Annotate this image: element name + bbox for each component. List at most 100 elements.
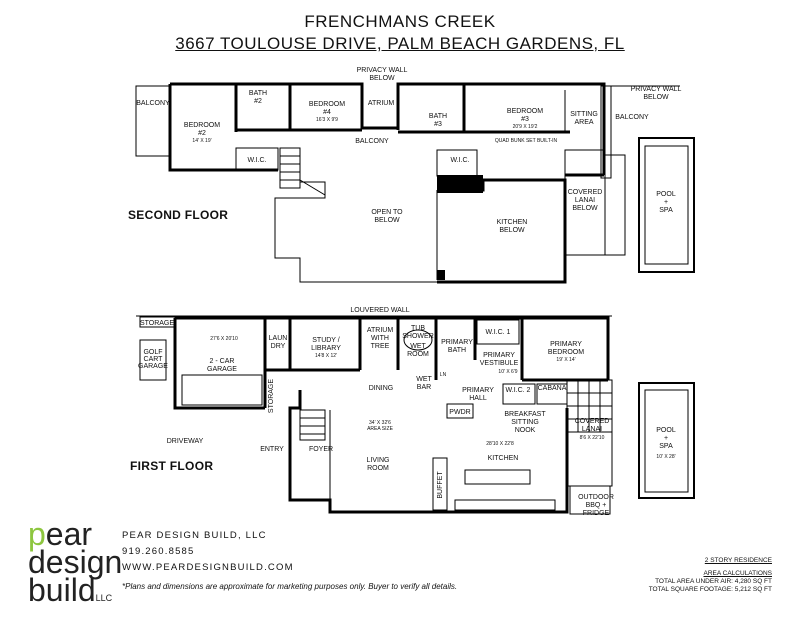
label-golf: GOLF	[143, 349, 162, 356]
label-lanai-below: BELOW	[572, 205, 598, 212]
label-fridge: FRIDGE	[583, 510, 610, 517]
logo-build-word: build	[28, 572, 96, 608]
label-tub: TUB	[411, 325, 425, 332]
label-dry: DRY	[271, 343, 286, 350]
label-garage-small: GARAGE	[138, 363, 168, 370]
kitchen-column	[437, 270, 445, 280]
label-bbq: BBQ +	[586, 502, 607, 509]
first-floor-label: FIRST FLOOR	[130, 459, 214, 473]
logo-line-build: buildLLC	[28, 574, 122, 612]
label-outdoor: OUTDOOR	[578, 494, 614, 501]
label-area-size-dim: 34' X 32'6	[369, 420, 391, 426]
label-balcony-mid: BALCONY	[355, 138, 389, 145]
kitchen-below-outline	[437, 178, 567, 284]
label-hall: HALL	[469, 395, 487, 402]
first-floor-north-wall	[175, 316, 610, 380]
company-phone: 919.260.8585	[122, 546, 195, 557]
label-louvered-wall: LOUVERED WALL	[350, 307, 409, 314]
label-room: ROOM	[407, 351, 429, 358]
plan-address: 3667 TOULOUSE DRIVE, PALM BEACH GARDENS,…	[175, 34, 625, 53]
label-quad-bunk: QUAD BUNK SET BUILT-IN	[495, 138, 558, 144]
label-bath: BATH	[448, 347, 466, 354]
logo-line-pear: pear	[28, 518, 122, 550]
company-website[interactable]: WWW.PEARDESIGNBUILD.COM	[122, 562, 294, 573]
label-lanai-first: LANAI	[582, 426, 602, 433]
label-breakfast-dim: 28'10 X 22'8	[486, 441, 514, 447]
label-bath2-num: #2	[254, 98, 262, 105]
garage-door-outline	[181, 374, 263, 406]
label-bedroom4-dim: 16'3 X 9'9	[316, 117, 338, 123]
logo-line-design: design	[28, 544, 123, 580]
logo-llc: LLC	[95, 593, 113, 603]
first-floor-plan	[136, 315, 695, 515]
label-wic-left: W.I.C.	[247, 157, 266, 164]
label-foyer: FOYER	[309, 446, 333, 453]
outdoor-bbq-outline	[569, 485, 611, 515]
label-vest-dim: 10' X 6'9	[498, 369, 517, 375]
label-kitchen-first: KITCHEN	[488, 455, 519, 462]
label-laun: LAUN	[269, 335, 288, 342]
label-wic1: W.I.C. 1	[486, 329, 511, 336]
label-storage: STORAGE	[140, 320, 174, 327]
lower-stairs	[299, 409, 326, 441]
label-garage-dim: 27'6 X 20'10	[210, 336, 238, 342]
label-library: LIBRARY	[311, 345, 341, 352]
pwdr-outline	[446, 403, 474, 419]
label-living: LIVING	[367, 457, 390, 464]
label-bath2: BATH	[249, 90, 267, 97]
label-lanai-dim: 8'6 X 22'10	[580, 435, 605, 441]
calc-under-air: TOTAL AREA UNDER AIR: 4,280 SQ FT	[655, 578, 772, 585]
label-sitting-area: AREA	[574, 119, 593, 126]
label-primary-vestibule: PRIMARY	[483, 352, 515, 359]
buffet-outline	[432, 457, 448, 511]
label-pool-plus-lower: +	[664, 435, 668, 442]
lanai-deck	[604, 154, 626, 256]
label-privacy-below: BELOW	[369, 75, 395, 82]
balcony-left-outline	[135, 85, 171, 157]
label-bedroom2: BEDROOM	[184, 122, 220, 129]
calc-residence: 2 STORY RESIDENCE	[704, 557, 772, 564]
second-floor-plan	[135, 82, 695, 284]
label-pool-plus-upper: +	[664, 199, 668, 206]
label-pool-upper: POOL	[656, 191, 676, 198]
label-pool-lower: POOL	[656, 427, 676, 434]
first-floor-labels: LOUVERED WALL STORAGE 27'6 X 20'10 GOLF …	[138, 307, 676, 517]
golf-cart-garage-outline	[139, 339, 167, 381]
label-privacy-wall: PRIVACY WALL	[357, 67, 408, 74]
logo-leaf-letter: p	[28, 516, 46, 552]
label-spa-lower: SPA	[659, 443, 673, 450]
label-vestibule: VESTIBULE	[480, 360, 519, 367]
label-bedroom4-num: #4	[323, 109, 331, 116]
label-sitting-first: SITTING	[511, 419, 539, 426]
pool-upper-inner	[644, 145, 689, 265]
label-bedroom: BEDROOM	[548, 349, 584, 356]
second-floor-labels: BALCONY BEDROOM #2 14' X 19' BATH #2 BED…	[136, 67, 681, 234]
calc-total: TOTAL SQUARE FOOTAGE: 5,212 SQ FT	[648, 586, 772, 593]
logo-line-pear-rest: ear	[45, 516, 93, 552]
label-open-to: OPEN TO	[371, 209, 403, 216]
label-pwdr: PWDR	[449, 409, 470, 416]
label-breakfast: BREAKFAST	[504, 411, 546, 418]
label-wet-bar: WET	[416, 376, 432, 383]
first-floor-south-shell	[288, 390, 569, 514]
label-primary-hall: PRIMARY	[462, 387, 494, 394]
wic-left-outline	[235, 147, 279, 171]
label-kitchen-upper: KITCHEN	[497, 219, 528, 226]
kitchen-counter	[454, 499, 556, 511]
balcony-right-rail	[600, 85, 612, 179]
label-two-car: 2 - CAR	[210, 358, 235, 365]
label-covered-first: COVERED	[575, 418, 610, 425]
wic2-outline	[502, 383, 536, 405]
upper-stairs	[279, 147, 326, 196]
label-wet: WET	[410, 343, 426, 350]
label-driveway: DRIVEWAY	[167, 438, 204, 445]
pool-lower-outline	[638, 382, 695, 499]
label-primary-bed: PRIMARY	[550, 341, 582, 348]
label-wic-right: W.I.C.	[450, 157, 469, 164]
label-primary-bath: PRIMARY	[441, 339, 473, 346]
label-privacy-wall-right: PRIVACY WALL	[631, 86, 682, 93]
label-primary-bed-dim: 19' X 14'	[556, 357, 575, 363]
label-study-dim: 14'8 X 12'	[315, 353, 337, 359]
label-bath3: BATH	[429, 113, 447, 120]
